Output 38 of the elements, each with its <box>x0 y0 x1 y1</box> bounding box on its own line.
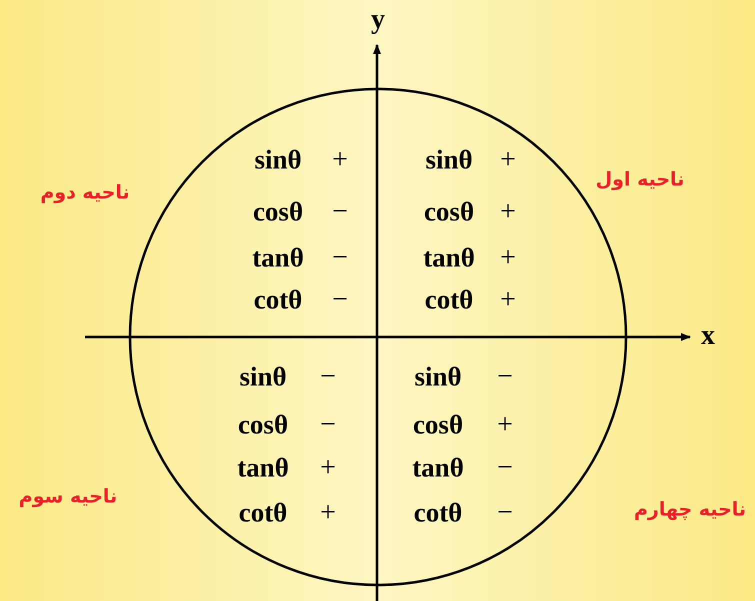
trig-function-label: cotθ <box>424 286 474 314</box>
sign-label: + <box>332 146 348 174</box>
trig-function-label: sinθ <box>425 146 473 174</box>
sign-label: − <box>332 244 348 272</box>
trig-function-label: sinθ <box>414 364 462 390</box>
sign-label: − <box>320 411 336 439</box>
trig-function-label: tanθ <box>423 244 475 272</box>
sign-label: + <box>320 454 336 482</box>
trig-function-label: cosθ <box>424 198 474 226</box>
axis-label: y <box>371 6 385 34</box>
sign-label: + <box>500 244 516 272</box>
trig-function-label: sinθ <box>239 364 287 390</box>
trig-function-label: cosθ <box>252 198 304 226</box>
quadrant-label: ناحیه سوم <box>18 488 118 506</box>
trig-function-label: tanθ <box>412 454 464 482</box>
sign-label: + <box>497 411 513 439</box>
trig-function-label: cotθ <box>254 286 302 314</box>
sign-label: + <box>500 198 516 226</box>
trig-function-label: cotθ <box>414 500 462 526</box>
sign-label: − <box>497 499 513 527</box>
sign-label: − <box>332 198 348 226</box>
quadrant-label: ناحیه دوم <box>40 184 130 202</box>
sign-label: − <box>332 286 348 314</box>
trig-function-label: cotθ <box>238 500 288 526</box>
sign-label: − <box>497 454 513 482</box>
sign-label: + <box>320 499 336 527</box>
trig-function-label: cosθ <box>238 412 288 438</box>
quadrant-label: ناحیه اول <box>596 170 684 190</box>
sign-label: + <box>500 286 516 314</box>
axis-label: x <box>701 322 715 350</box>
trig-function-label: tanθ <box>237 454 289 482</box>
trig-function-label: sinθ <box>254 146 302 174</box>
sign-label: − <box>497 363 513 391</box>
trig-function-label: cosθ <box>412 412 464 438</box>
sign-label: − <box>320 363 336 391</box>
trig-function-label: tanθ <box>252 244 304 272</box>
quadrant-label: ناحیه چهارم <box>634 500 746 520</box>
sign-label: + <box>500 146 516 174</box>
